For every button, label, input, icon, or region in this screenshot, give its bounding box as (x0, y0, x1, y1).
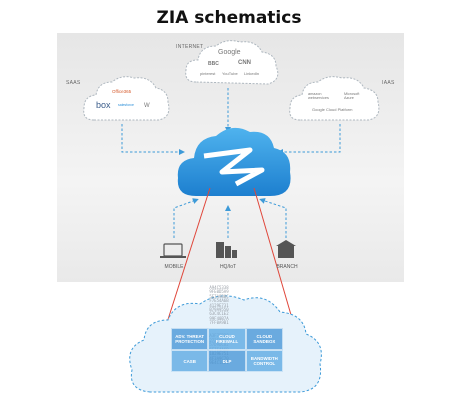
iaas-label: IAAS (382, 80, 395, 86)
cnn-logo: CNN (238, 60, 251, 66)
internet-cloud (185, 40, 279, 85)
saas-label: SAAS (66, 80, 81, 86)
services-grid: ADV. THREAT PROTECTION CLOUD FIREWALL CL… (171, 328, 283, 372)
page-title: ZIA schematics (156, 8, 302, 28)
service-cloud-sandbox: CLOUD SANDBOX (245, 328, 283, 350)
linkedin-logo: LinkedIn (244, 71, 260, 76)
hq-label: HQ/IoT (219, 264, 237, 270)
service-adv-threat-protection: ADV. THREAT PROTECTION (171, 328, 209, 350)
branch-label: BRANCH (276, 264, 298, 270)
service-bandwidth-control: BANDWIDTH CONTROL (245, 350, 283, 372)
service-dlp: DLP (208, 350, 246, 372)
link-mobile (173, 198, 199, 238)
azure-logo: Microsoft Azure (344, 92, 360, 100)
google-logo: Google (218, 49, 241, 56)
link-saas (121, 124, 185, 155)
zscaler-logo (203, 147, 265, 187)
office365-logo: Office365 (112, 89, 132, 94)
link-branch (259, 198, 287, 238)
hq-icon (216, 242, 224, 258)
bbc-logo: BBC (208, 61, 219, 67)
mobile-icon (163, 243, 183, 257)
gcp-logo: Google Cloud Platform (312, 107, 353, 112)
pinterest-logo: pinterest (200, 71, 216, 76)
service-cloud-firewall: CLOUD FIREWALL (208, 328, 246, 350)
red-arrow-left (162, 187, 211, 335)
red-arrow-right (253, 187, 299, 335)
aws-logo: amazon webservices (308, 92, 329, 100)
box-logo: box (96, 100, 111, 110)
w-logo: W (144, 103, 150, 109)
branch-icon (278, 246, 294, 258)
link-iaas (277, 124, 341, 155)
mobile-label: MOBILE (164, 264, 184, 270)
salesforce-logo: salesforce (118, 103, 134, 107)
service-casb: CASB (171, 350, 209, 372)
internet-label: INTERNET (176, 44, 204, 50)
saas-cloud (83, 76, 170, 121)
youtube-logo: YouTube (222, 71, 238, 76)
iaas-cloud (289, 76, 380, 121)
